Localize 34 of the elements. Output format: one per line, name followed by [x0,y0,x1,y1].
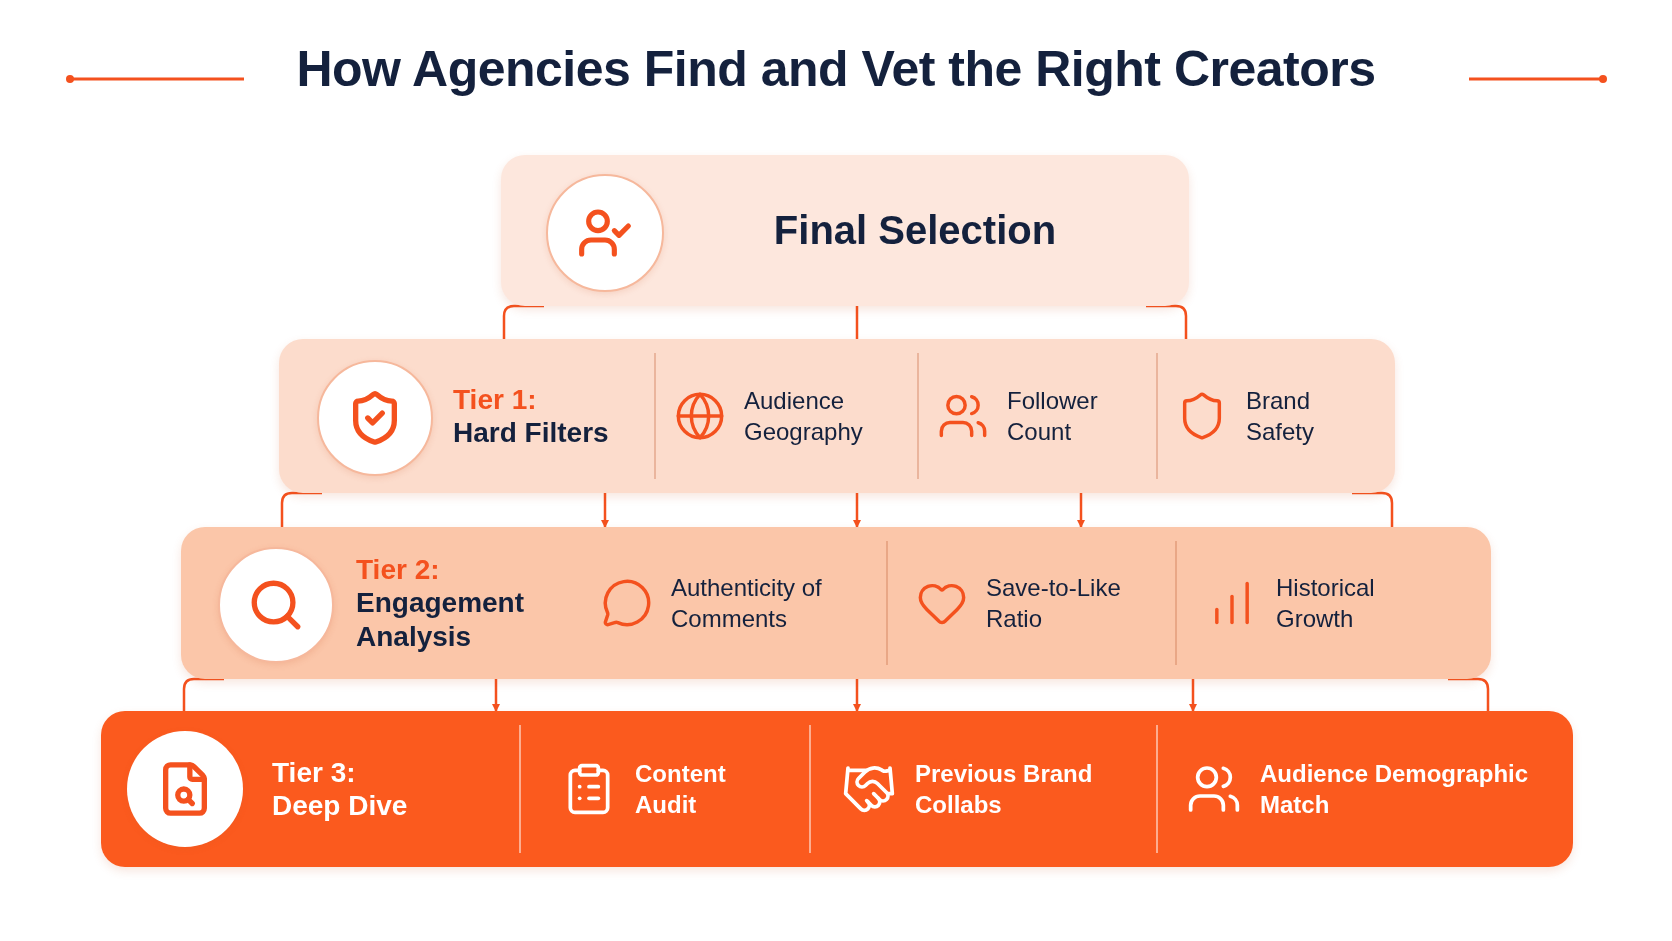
criterion-label: Brand Safety [1246,385,1316,447]
connector [601,493,609,528]
tier-band [181,527,1491,679]
tier-label: Tier 2: [356,553,441,587]
criterion-label: Follower Count [1007,385,1099,447]
criterion-label: Save-to-Like Ratio [986,572,1122,634]
criterion-label: Authenticity of Comments [671,572,823,634]
connector [182,677,224,711]
title: How Agencies Find and Vet the Right Creators [296,40,1376,98]
criterion-label: Audience Geography [744,385,864,447]
tier-band [279,339,1395,493]
connector [853,493,861,528]
tier-title: Hard Filters [453,416,610,450]
criterion-label: Historical Growth [1276,572,1376,634]
connector [1146,304,1188,339]
connector [855,306,859,339]
connector [853,679,861,712]
connector [1352,491,1394,527]
connector [502,304,544,339]
connector [280,491,322,527]
criterion-label: Previous Brand Collabs [915,758,1094,820]
box-title: Final Selection [772,206,1058,254]
selection-box [501,155,1189,306]
tier-title: Engagement Analysis [356,586,526,653]
tier-label: Tier 3: [272,755,357,789]
tier-band [101,711,1573,867]
connector [1448,677,1490,711]
connector [1189,679,1197,712]
criterion-label: Content Audit [635,758,727,820]
connector [492,679,500,712]
connector [1077,493,1085,528]
tier-title: Deep Dive [272,789,409,823]
tier-label: Tier 1: [453,382,538,416]
criterion-label: Audience Demographic Match [1260,758,1530,820]
